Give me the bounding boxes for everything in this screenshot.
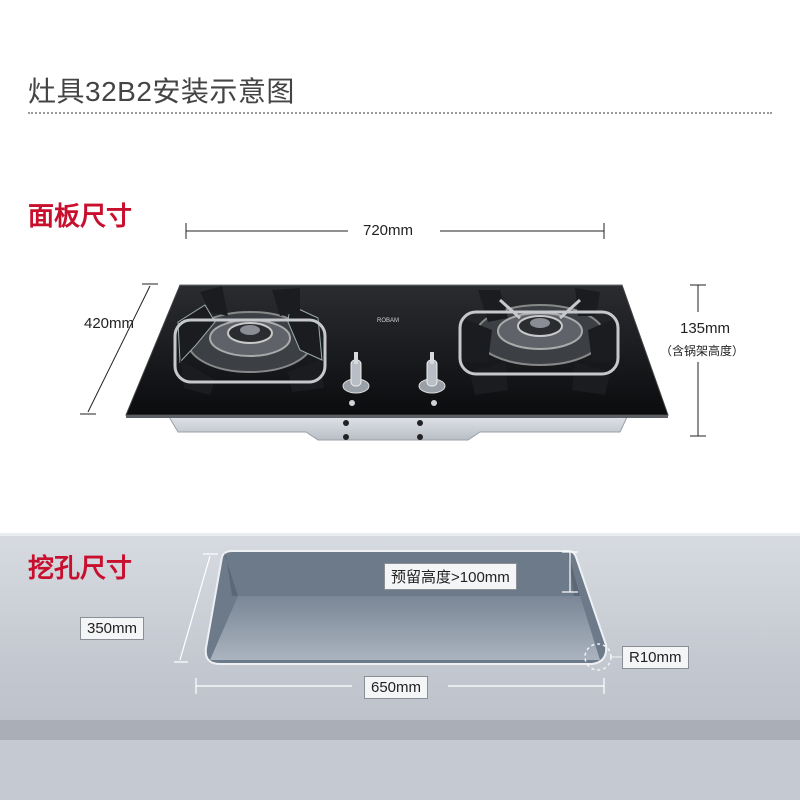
- panel-size-heading: 面板尺寸: [28, 201, 133, 231]
- panel-depth-dimension: [80, 283, 158, 415]
- panel-width-dimension: [185, 223, 605, 239]
- panel-depth-label: 420mm: [84, 315, 135, 332]
- right-burner: [458, 288, 620, 395]
- cutout-depth-dimension: [174, 553, 218, 663]
- cutout-reserve-dimension: [562, 551, 578, 593]
- cutout-radius-label: R10mm: [622, 646, 689, 669]
- cutout-reserve-label: 预留高度>100mm: [384, 563, 517, 590]
- panel-width-label: 720mm: [363, 222, 414, 239]
- cutout-size-heading: 挖孔尺寸: [28, 553, 133, 583]
- title-divider: [28, 112, 772, 114]
- panel-height-note: （含锅架高度）: [660, 344, 745, 358]
- panel-height-dimension: [690, 284, 706, 437]
- panel-height-label: 135mm: [680, 320, 731, 337]
- right-knob: [418, 352, 446, 394]
- left-knob: [342, 352, 370, 394]
- page-title: 灶具32B2安装示意图: [28, 76, 295, 107]
- left-burner: [173, 286, 327, 395]
- cutout-depth-label: 350mm: [80, 617, 145, 640]
- cutout-width-label: 650mm: [364, 676, 429, 699]
- cooktop-drawing: [125, 284, 669, 441]
- cutout-width-dimension: [195, 678, 605, 694]
- brand-mark: ROBAM: [377, 318, 400, 324]
